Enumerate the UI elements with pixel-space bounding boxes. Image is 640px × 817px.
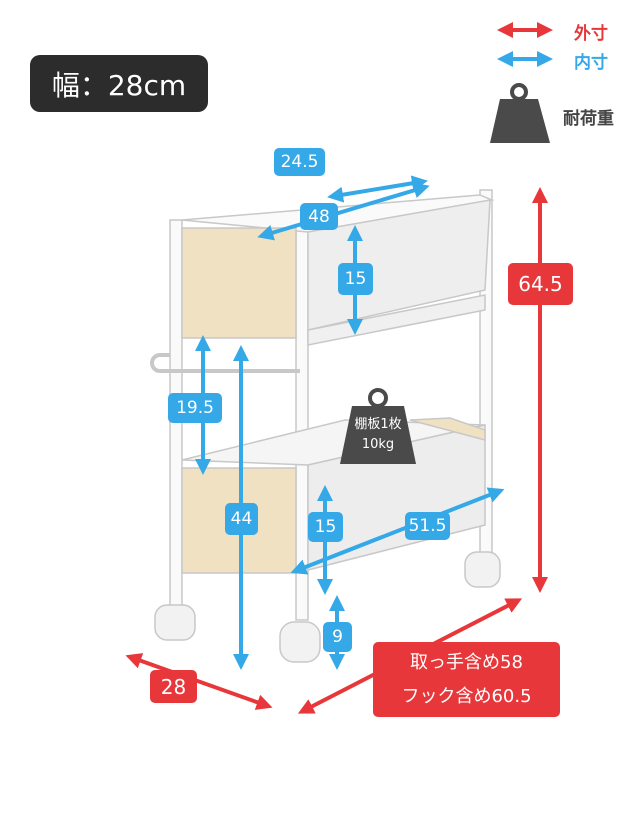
legend-load-label: 耐荷重 [563, 109, 614, 129]
outer-width-label: 取っ手含め58 フック含め60.5 [373, 642, 560, 717]
inner-depth-top-label: 24.5 [274, 148, 325, 176]
inner-width-bottom-label: 51.5 [405, 512, 450, 540]
legend-outer-label: 外寸 [574, 24, 608, 44]
inner-width-top-label: 48 [300, 203, 338, 230]
outer-width-with-hook: フック含め60.5 [401, 685, 532, 707]
handle-height-label: 44 [225, 503, 258, 535]
inner-height-bottom-label: 15 [308, 512, 343, 542]
outer-height-label: 64.5 [508, 263, 573, 305]
gap-height-label: 19.5 [168, 393, 222, 423]
clearance-label: 9 [323, 622, 352, 652]
width-badge: 幅：28cm [30, 55, 208, 112]
weight-icon [490, 83, 550, 143]
legend-inner-label: 内寸 [574, 53, 608, 73]
outer-width-with-handle: 取っ手含め58 [410, 651, 523, 673]
outer-depth-label: 28 [150, 670, 197, 703]
shelf-load-line1: 棚板1枚 [354, 417, 402, 432]
shelf-weight-icon [340, 388, 416, 464]
inner-height-top-label: 15 [338, 263, 373, 295]
shelf-load-label: 棚板1枚 10kg [340, 415, 416, 455]
shelf-load-line2: 10kg [361, 437, 395, 452]
